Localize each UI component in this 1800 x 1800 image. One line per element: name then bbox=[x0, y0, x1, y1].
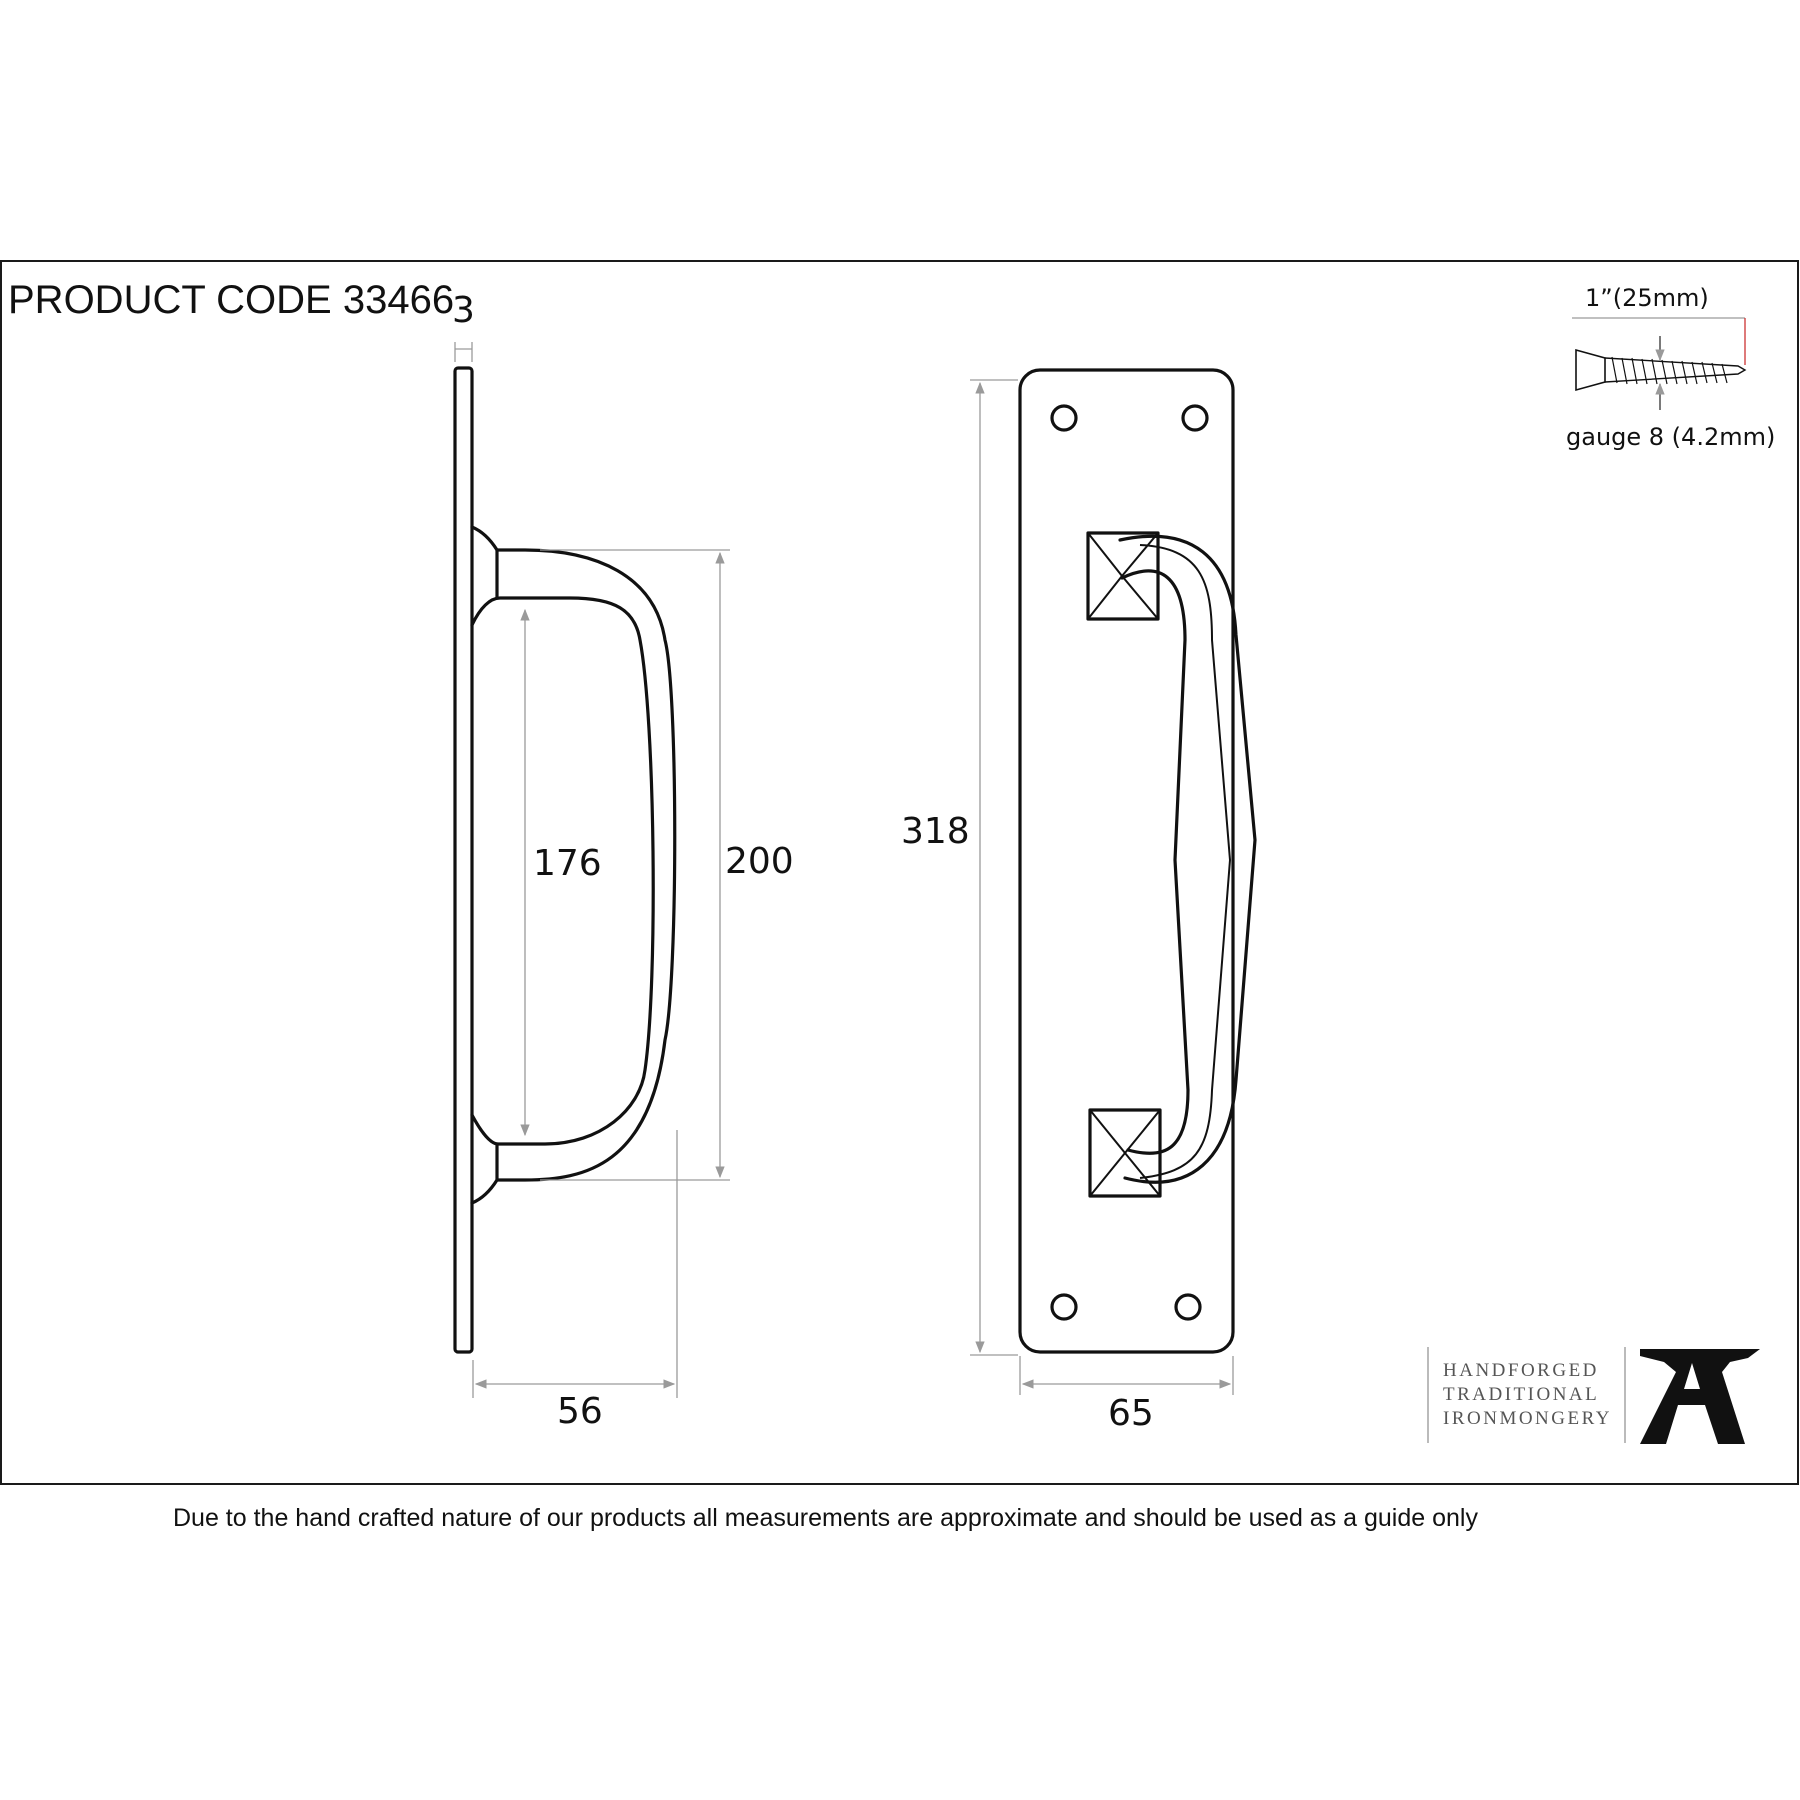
screw-hole-top-left bbox=[1050, 404, 1078, 432]
brand-line-3: IRONMONGERY bbox=[1443, 1408, 1612, 1429]
handle-grip-outer bbox=[1118, 534, 1257, 1184]
side-view: 3 176 200 56 bbox=[452, 290, 794, 1432]
brand-line-1: HANDFORGED bbox=[1443, 1360, 1599, 1381]
screw-icon bbox=[1575, 348, 1747, 392]
drawing-frame bbox=[0, 260, 1799, 1485]
screw-hole-top-right bbox=[1181, 404, 1209, 432]
handle-grip-inner bbox=[1120, 569, 1190, 1155]
plate-thickness-label: 3 bbox=[452, 290, 475, 331]
anvil-logo-icon bbox=[1640, 1349, 1760, 1444]
plate-length-label: 318 bbox=[901, 811, 970, 852]
handle-inner-profile bbox=[470, 596, 655, 1146]
screw-hole-bottom-right bbox=[1174, 1293, 1202, 1321]
bottom-boss bbox=[1088, 1108, 1162, 1198]
back-plate bbox=[1018, 368, 1235, 1354]
dim-projection: 56 bbox=[472, 1130, 678, 1432]
product-code: PRODUCT CODE 33466 bbox=[8, 278, 454, 322]
dim-handle-centres: 200 bbox=[540, 549, 794, 1181]
dim-inner-length: 176 bbox=[520, 608, 602, 1137]
front-view: 318 65 bbox=[901, 368, 1257, 1434]
handle-centres-label: 200 bbox=[725, 841, 794, 882]
footer-disclaimer: Due to the hand crafted nature of our pr… bbox=[173, 1504, 1478, 1532]
inner-length-label: 176 bbox=[533, 843, 602, 884]
side-plate bbox=[453, 366, 474, 1354]
handle-grip-ridge bbox=[1139, 544, 1232, 1179]
brand-block: HANDFORGED TRADITIONAL IRONMONGERY bbox=[1427, 1347, 1760, 1444]
screw-hole-bottom-left bbox=[1050, 1293, 1078, 1321]
dim-plate-width: 65 bbox=[1019, 1356, 1234, 1434]
top-boss bbox=[1086, 531, 1160, 621]
brand-line-2: TRADITIONAL bbox=[1443, 1384, 1599, 1405]
plate-width-label: 65 bbox=[1108, 1393, 1154, 1434]
projection-label: 56 bbox=[557, 1391, 603, 1432]
dim-plate-length: 318 bbox=[901, 379, 1018, 1356]
dim-plate-thickness: 3 bbox=[452, 290, 475, 362]
screw-length-label: 1”(25mm) bbox=[1585, 284, 1709, 312]
screw-gauge-label: gauge 8 (4.2mm) bbox=[1566, 423, 1775, 451]
screw-detail: 1”(25mm) gauge 8 (4.2mm) bbox=[1566, 284, 1775, 451]
